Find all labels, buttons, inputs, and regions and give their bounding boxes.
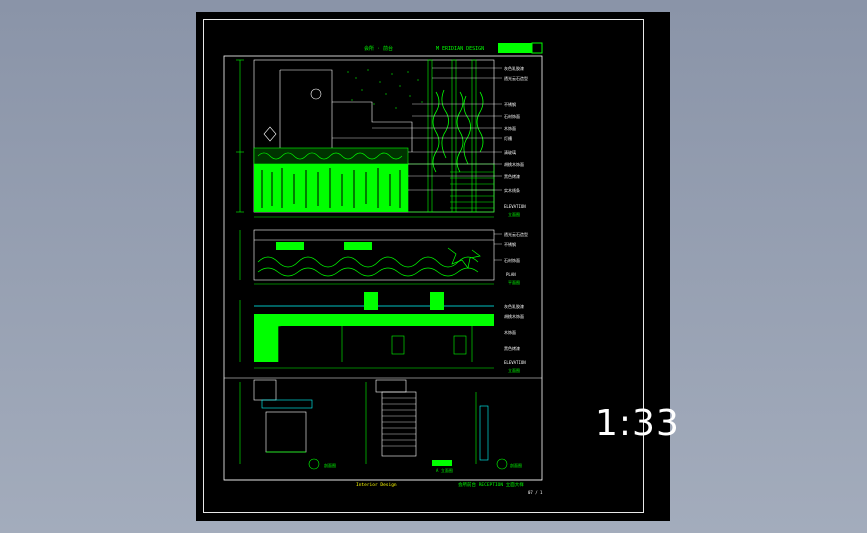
panel1-label-cn: 立面图 [508,211,520,217]
svg-text:石材饰面: 石材饰面 [504,257,520,263]
svg-text:透光云石造型: 透光云石造型 [504,75,528,81]
svg-text:黑色烤漆: 黑色烤漆 [504,173,520,179]
footer-right: 会所前台 RECEPTION 立面大样 [458,481,524,488]
sheet-number: 07 / 1 [528,490,543,495]
panel2-label-main: PLAN [506,272,516,277]
annotation-list-1: 灰色乳胶漆 透光云石造型 不锈钢 石材饰面 木饰面 灯槽 清玻璃 胡桃木饰面 黑… [504,65,528,193]
svg-text:木饰面: 木饰面 [504,329,516,335]
header-title: 会所 · 前台 [364,45,393,52]
panel3-label-main: ELEVATION [504,360,526,365]
header-subtitle: M ERIDIAN DESIGN [436,46,484,52]
svg-text:石材饰面: 石材饰面 [504,113,520,119]
svg-text:胡桃木饰面: 胡桃木饰面 [504,313,524,319]
detail-sections: 剖面图 A 立面图 剖面图 [224,377,542,473]
svg-text:实木线条: 实木线条 [504,187,520,193]
elevation-panel-3 [239,292,494,369]
svg-text:灯槽: 灯槽 [504,135,512,141]
svg-text:灰色乳胶漆: 灰色乳胶漆 [504,65,524,71]
svg-text:不锈钢: 不锈钢 [504,101,516,107]
header-block [498,43,532,53]
header-logo [531,42,543,54]
detail2-label: A 立面图 [436,467,453,473]
elevation-panel-1 [236,59,502,218]
svg-text:木饰面: 木饰面 [504,125,516,131]
panel3-label-cn: 立面图 [508,367,520,373]
plan-panel-2 [239,229,502,285]
svg-text:透光云石造型: 透光云石造型 [504,231,528,237]
panel2-label-cn: 平面图 [508,279,520,285]
svg-text:不锈钢: 不锈钢 [504,241,516,247]
drawing-sheet-border [203,19,644,513]
cad-viewport[interactable]: 会所 · 前台 M ERIDIAN DESIGN [196,12,670,521]
svg-text:灰色乳胶漆: 灰色乳胶漆 [504,303,524,309]
scale-readout: 1:33 [595,403,680,444]
footer-left: Interior Design [356,482,397,488]
cad-drawing: 会所 · 前台 M ERIDIAN DESIGN [223,42,543,495]
annotation-list-3: 灰色乳胶漆 胡桃木饰面 木饰面 黑色烤漆 [504,303,524,351]
svg-text:黑色烤漆: 黑色烤漆 [504,345,520,351]
panel1-label-main: ELEVATION [504,204,526,209]
annotation-list-2: 透光云石造型 不锈钢 石材饰面 [504,231,528,263]
detail3-label: 剖面图 [510,462,522,468]
detail1-label: 剖面图 [324,462,336,468]
svg-text:胡桃木饰面: 胡桃木饰面 [504,161,524,167]
svg-text:清玻璃: 清玻璃 [504,149,516,155]
